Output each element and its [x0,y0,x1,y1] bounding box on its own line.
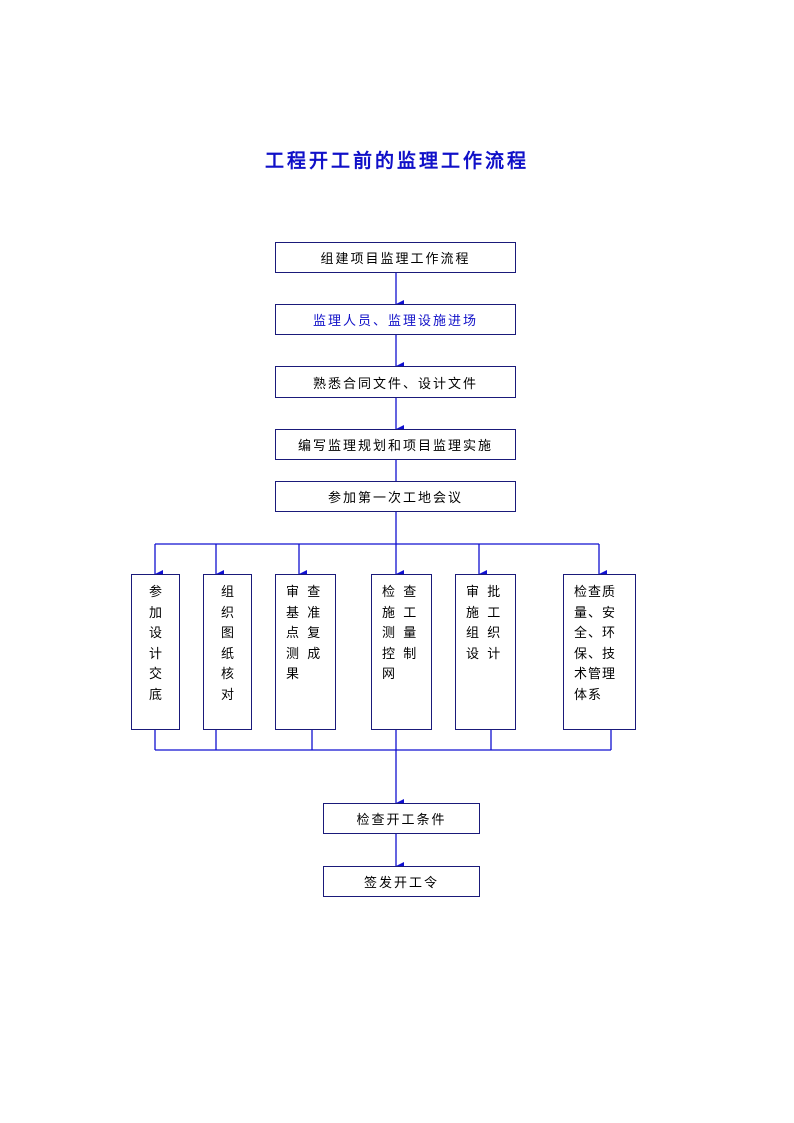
branch-5-line: 设 计 [466,646,501,662]
step-box-2: 监理人员、监理设施进场 [275,304,516,335]
step-label-4: 编写监理规划和项目监理实施 [297,439,493,454]
branch-4-line: 检 查 [382,585,417,600]
step-box-5: 参加第一次工地会议 [275,481,516,512]
branch-5-line: 审 批 [466,585,501,600]
final-label-2: 签发开工令 [363,876,439,891]
branch-6-line: 保、技 [574,646,617,662]
branch-3-line: 点 复 [286,626,321,641]
branch-3-line: 基 准 [286,605,321,621]
branch-2-line: 纸 [221,646,235,662]
final-box-check-conditions: 检查开工条件 [323,803,480,834]
page-title: 工程开工前的监理工作流程 [264,150,529,172]
branch-6-line: 体系 [574,687,603,703]
branch-4-line: 网 [382,667,396,682]
branch-box-1: 参 加 设 计 交 底 [131,574,180,730]
step-label-1: 组建项目监理工作流程 [320,252,471,267]
branch-1-line: 交 [149,667,163,682]
branch-box-6: 检查质 量、安 全、环 保、技 术管理 体系 [563,574,636,730]
branch-5-line: 组 织 [466,626,501,641]
branch-1-line: 参 [149,585,163,600]
step-box-4: 编写监理规划和项目监理实施 [275,429,516,460]
branch-6-line: 全、环 [574,626,617,641]
branch-6-line: 量、安 [574,605,617,621]
branch-box-3: 审 查 基 准 点 复 测 成 果 [275,574,336,730]
branch-4-line: 施 工 [382,605,417,621]
branch-2-line: 织 [221,605,235,621]
final-label-1: 检查开工条件 [356,813,447,828]
branch-5-line: 施 工 [466,605,501,621]
final-box-issue-order: 签发开工令 [323,866,480,897]
step-label-2: 监理人员、监理设施进场 [312,314,478,329]
step-label-3: 熟悉合同文件、设计文件 [312,376,478,392]
branch-1-line: 计 [149,646,163,662]
branch-4-line: 控 制 [382,646,417,662]
step-label-5: 参加第一次工地会议 [327,491,463,506]
branch-3-line: 果 [286,667,300,682]
step-box-3: 熟悉合同文件、设计文件 [275,366,516,398]
branch-4-line: 测 量 [382,626,417,641]
branch-2-line: 图 [221,626,235,641]
branch-3-line: 测 成 [286,646,321,662]
branch-2-line: 组 [221,585,235,600]
branch-1-line: 底 [149,687,163,703]
branch-box-2: 组 织 图 纸 核 对 [203,574,252,730]
branch-6-line: 术管理 [574,667,617,682]
branch-2-line: 核 [221,667,235,682]
branch-6-line: 检查质 [574,585,617,600]
step-box-1: 组建项目监理工作流程 [275,242,516,273]
branch-1-line: 设 [149,626,163,641]
branch-1-line: 加 [149,605,163,621]
branch-3-line: 审 查 [286,585,321,600]
branch-box-5: 审 批 施 工 组 织 设 计 [455,574,516,730]
branch-box-4: 检 查 施 工 测 量 控 制 网 [371,574,432,730]
branch-2-line: 对 [221,687,235,703]
